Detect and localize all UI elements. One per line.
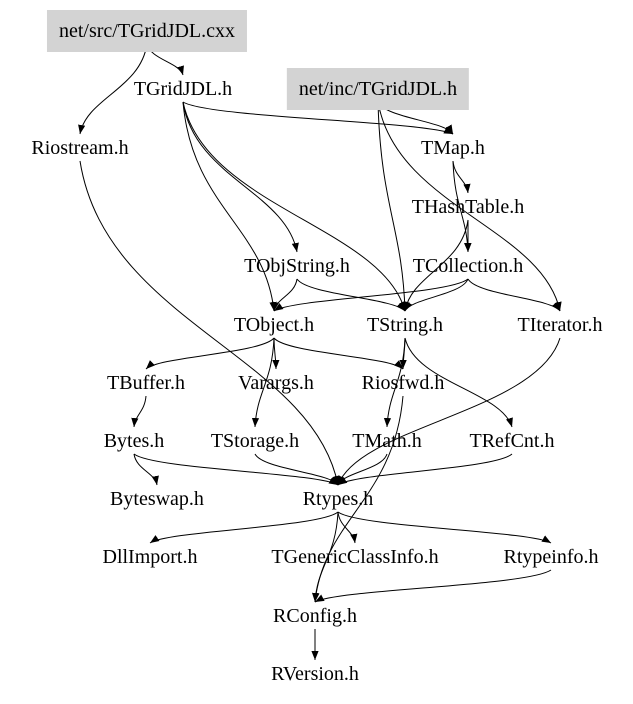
edge-rtypes-to-dllimport — [149, 511, 339, 544]
edge-tgridh-to-tstring — [182, 101, 407, 312]
node-tgridh[interactable]: TGridJDL.h — [133, 78, 233, 100]
node-tobjstring[interactable]: TObjString.h — [244, 255, 350, 277]
node-riostream[interactable]: Riostream.h — [31, 137, 129, 159]
node-thash[interactable]: THashTable.h — [411, 196, 525, 218]
edge-tstorage-to-rtypes — [254, 453, 339, 486]
node-rtypeinfo[interactable]: Rtypeinfo.h — [503, 546, 599, 568]
node-tgci[interactable]: TGenericClassInfo.h — [271, 546, 439, 568]
edge-tgridh-to-tobjstring — [182, 101, 299, 253]
node-bytes[interactable]: Bytes.h — [103, 430, 165, 452]
edge-tmath-to-rtypes — [337, 453, 388, 486]
edge-trefcnt-to-rtypes — [337, 453, 513, 486]
node-rconfig[interactable]: RConfig.h — [273, 605, 357, 627]
edge-tobjstring-to-tobject — [272, 278, 298, 312]
edge-inc-to-titer — [377, 101, 562, 312]
edge-cxx-to-riostream — [78, 43, 148, 135]
node-tmath[interactable]: TMath.h — [352, 430, 422, 452]
node-tobject[interactable]: TObject.h — [233, 314, 315, 336]
edge-rtypes-to-tgci — [337, 511, 358, 544]
edge-tmap-to-tcoll — [452, 160, 472, 253]
edge-rtypes-to-rconfig — [311, 511, 339, 603]
node-cxx[interactable]: net/src/TGridJDL.cxx — [46, 10, 248, 52]
node-tstring[interactable]: TString.h — [366, 314, 444, 336]
node-byteswap[interactable]: Byteswap.h — [110, 488, 204, 510]
edge-titer-to-rtypes — [337, 337, 561, 486]
edge-tbuffer-to-bytes — [131, 395, 147, 428]
node-rversion[interactable]: RVersion.h — [271, 663, 359, 685]
edge-tobject-to-riosfwd — [273, 337, 404, 370]
node-varargs[interactable]: Varargs.h — [238, 372, 314, 394]
node-tmap[interactable]: TMap.h — [421, 137, 485, 159]
edge-bytes-to-rtypes — [133, 453, 339, 486]
edge-tcoll-to-titer — [467, 278, 561, 312]
edge-riostream-to-rtypes — [79, 160, 340, 486]
edge-tobjstring-to-tstring — [296, 278, 406, 312]
node-dllimport[interactable]: DllImport.h — [102, 546, 198, 568]
node-tbuffer[interactable]: TBuffer.h — [107, 372, 185, 394]
edge-tobject-to-tstorage — [251, 337, 275, 428]
node-rtypes[interactable]: Rtypes.h — [302, 488, 374, 510]
node-riosfwd[interactable]: Riosfwd.h — [361, 372, 445, 394]
edge-tobject-to-varargs — [272, 337, 280, 370]
node-tcoll[interactable]: TCollection.h — [412, 255, 524, 277]
edge-tobject-to-tbuffer — [145, 337, 275, 370]
edge-thash-to-tstring — [402, 219, 469, 312]
edge-tcoll-to-tstring — [404, 278, 469, 312]
edge-tstring-to-tmath — [383, 337, 406, 428]
node-inc[interactable]: net/inc/TGridJDL.h — [286, 68, 470, 110]
edge-tgridh-to-tmap — [182, 101, 454, 135]
edge-tmap-to-thash — [452, 160, 471, 194]
edge-rtypeinfo-to-rconfig — [314, 569, 552, 603]
edge-tcoll-to-tobject — [273, 278, 469, 312]
edge-bytes-to-byteswap — [133, 453, 159, 486]
edge-inc-to-tstring — [377, 101, 409, 312]
edge-tstring-to-trefcnt — [404, 337, 513, 428]
node-tstorage[interactable]: TStorage.h — [210, 430, 300, 452]
node-titer[interactable]: TIterator.h — [517, 314, 603, 336]
edge-tgridh-to-tobject — [182, 101, 277, 312]
edge-rtypes-to-rtypeinfo — [337, 511, 552, 544]
node-trefcnt[interactable]: TRefCnt.h — [469, 430, 555, 452]
